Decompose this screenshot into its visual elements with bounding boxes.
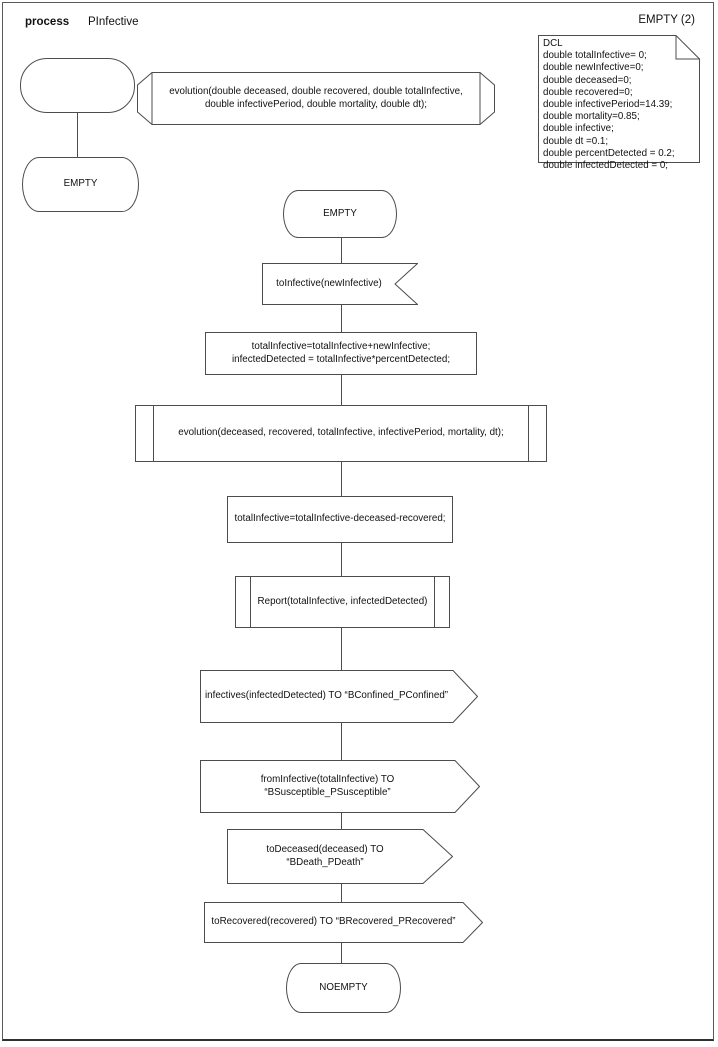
start-next-state-label: EMPTY xyxy=(63,178,98,190)
start-next-state[interactable]: EMPTY xyxy=(22,157,139,212)
process-keyword: process xyxy=(25,16,70,28)
output-torecovered-label: toRecovered(recovered) TO “BRecovered_PR… xyxy=(211,916,456,928)
task-update[interactable]: totalInfective=totalInfective+newInfecti… xyxy=(205,332,477,375)
input-toinfective[interactable]: toInfective(newInfective) xyxy=(262,263,418,305)
output-todeceased-outline xyxy=(227,829,453,884)
state-empty[interactable]: EMPTY xyxy=(283,190,397,238)
output-frominfective[interactable]: fromInfective(totalInfective) TO “BSusce… xyxy=(200,760,480,813)
task-decrement-label: totalInfective=totalInfective-deceased-r… xyxy=(234,513,446,525)
output-torecovered-outline xyxy=(204,902,483,943)
call-evolution-right-bar xyxy=(528,406,529,461)
procedure-declaration-outline xyxy=(137,72,495,125)
call-evolution[interactable]: evolution(deceased, recovered, totalInfe… xyxy=(135,405,547,462)
declarations-text: DCL double totalInfective= 0; double new… xyxy=(543,38,675,172)
connector-3 xyxy=(341,375,342,405)
connector-6 xyxy=(341,628,342,670)
procedure-declaration-label: evolution(double deceased, double recove… xyxy=(169,86,463,110)
output-torecovered[interactable]: toRecovered(recovered) TO “BRecovered_PR… xyxy=(204,902,483,943)
output-infectives[interactable]: infectives(infectedDetected) TO “BConfin… xyxy=(200,670,478,723)
page-label: EMPTY (2) xyxy=(638,14,695,26)
output-todeceased[interactable]: toDeceased(deceased) TO “BDeath_PDeath” xyxy=(227,829,453,884)
connector-4 xyxy=(341,462,342,496)
state-noempty-label: NOEMPTY xyxy=(319,981,368,993)
call-report-left-bar xyxy=(250,577,251,627)
output-frominfective-outline xyxy=(200,760,480,813)
connector-7 xyxy=(341,723,342,760)
connector-8 xyxy=(341,813,342,829)
call-report-label: Report(totalInfective, infectedDetected) xyxy=(257,595,428,607)
state-noempty[interactable]: NOEMPTY xyxy=(286,963,401,1013)
call-report[interactable]: Report(totalInfective, infectedDetected) xyxy=(235,576,450,628)
input-toinfective-label: toInfective(newInfective) xyxy=(276,277,382,289)
connector-start xyxy=(77,113,78,157)
input-outline xyxy=(262,263,418,305)
call-evolution-label: evolution(deceased, recovered, totalInfe… xyxy=(178,427,504,439)
connector-10 xyxy=(341,943,342,963)
task-update-label: totalInfective=totalInfective+newInfecti… xyxy=(231,341,451,365)
connector-9 xyxy=(341,884,342,902)
connector-2 xyxy=(341,305,342,332)
call-report-right-bar xyxy=(434,577,435,627)
process-name: PInfective xyxy=(88,16,139,28)
note-outline xyxy=(538,35,700,163)
start-symbol[interactable] xyxy=(20,58,135,113)
connector-5 xyxy=(341,543,342,576)
output-frominfective-label: fromInfective(totalInfective) TO “BSusce… xyxy=(260,774,395,798)
output-infectives-label: infectives(infectedDetected) TO “BConfin… xyxy=(204,690,449,702)
declarations-note[interactable]: DCL double totalInfective= 0; double new… xyxy=(538,35,700,171)
call-evolution-left-bar xyxy=(153,406,154,461)
output-infectives-outline xyxy=(200,670,478,723)
connector-1 xyxy=(341,238,342,263)
task-decrement[interactable]: totalInfective=totalInfective-deceased-r… xyxy=(227,496,453,543)
state-empty-label: EMPTY xyxy=(323,207,357,219)
output-todeceased-label: toDeceased(deceased) TO “BDeath_PDeath” xyxy=(266,844,384,868)
procedure-declaration[interactable]: evolution(double deceased, double recove… xyxy=(137,72,495,125)
